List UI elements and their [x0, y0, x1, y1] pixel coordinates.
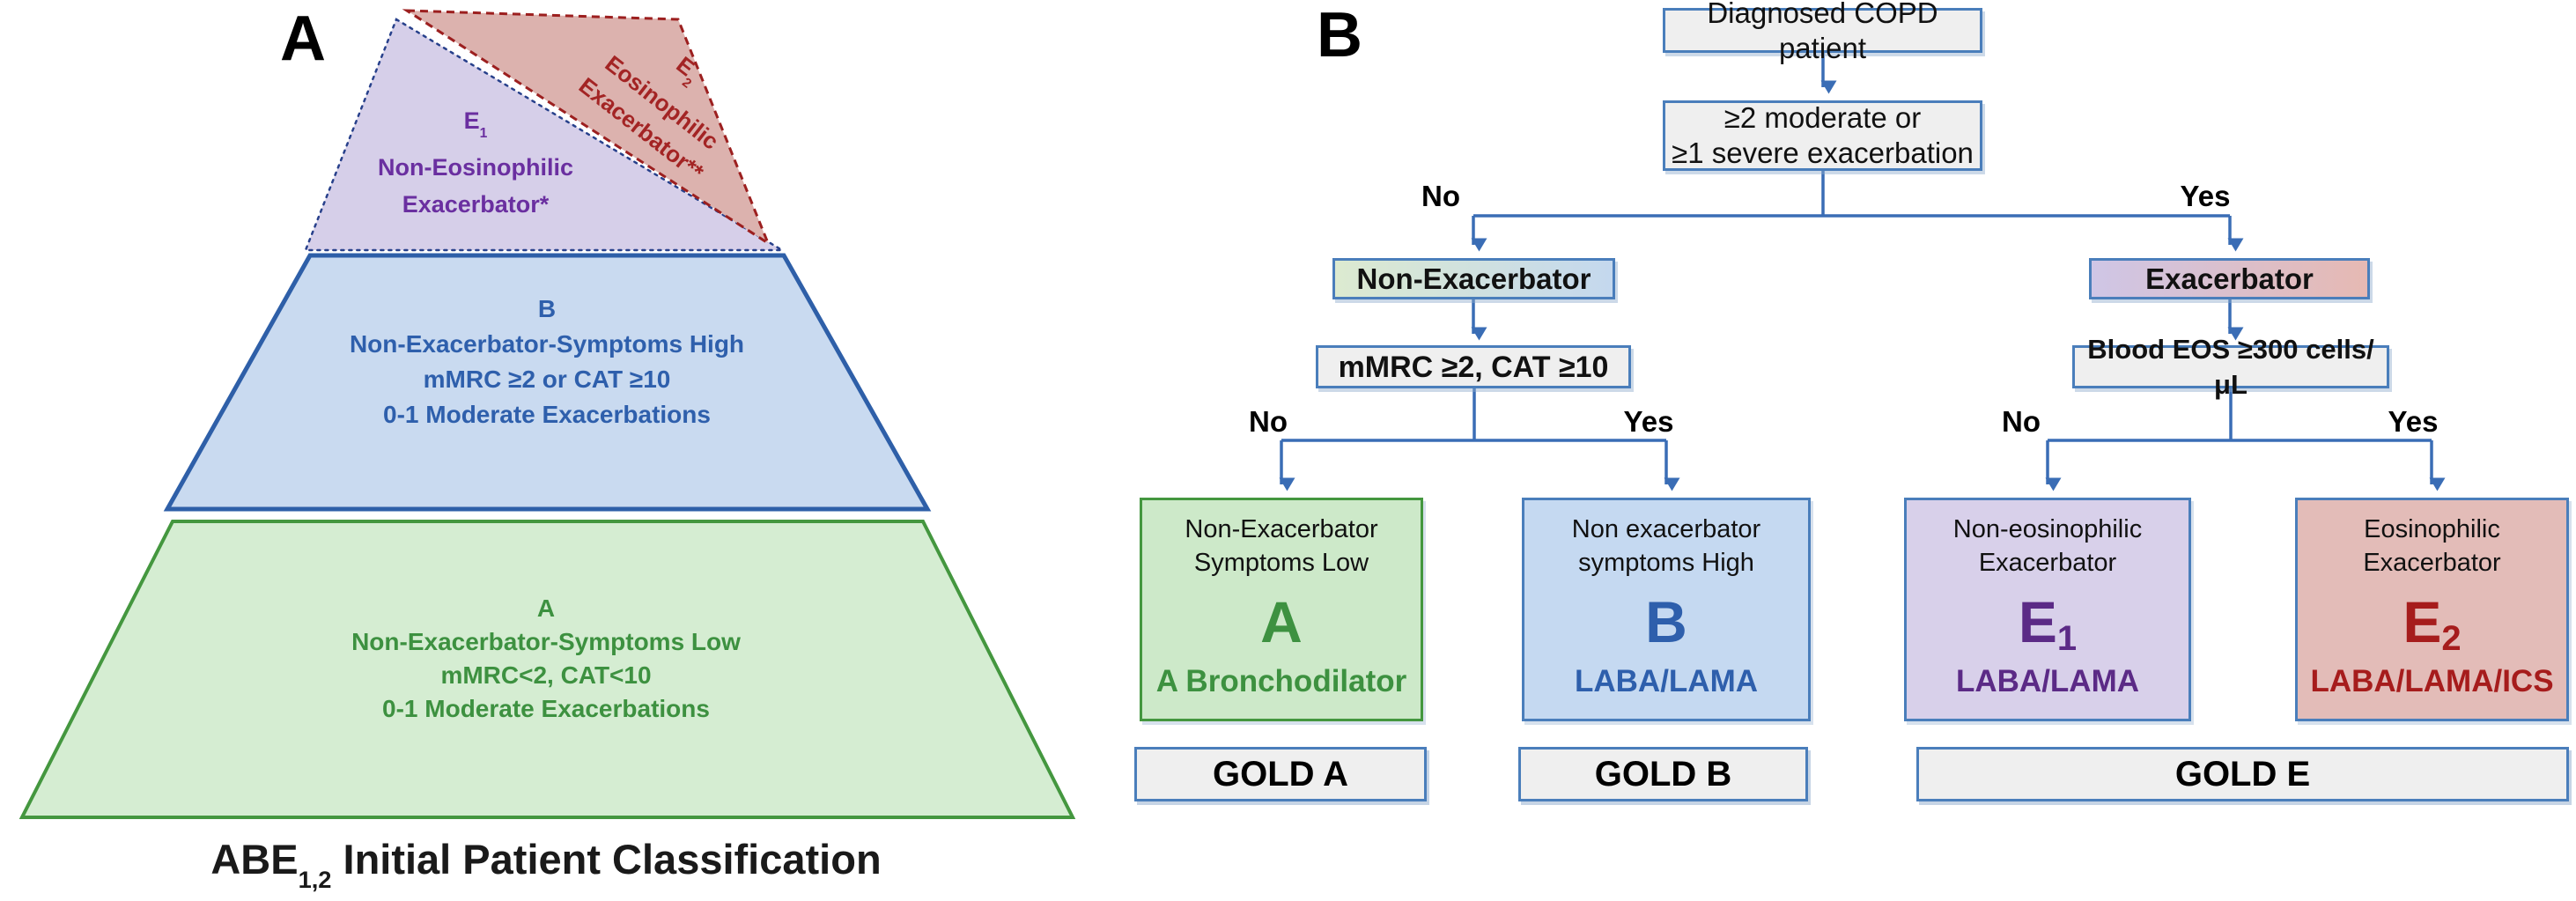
flow-box-blood-eos: Blood EOS ≥300 cells/μL [2072, 334, 2389, 400]
flow-box-mmrc-cat: mMRC ≥2, CAT ≥10 [1316, 345, 1631, 388]
branch1-yes-label: Yes [2180, 180, 2231, 212]
pyramid-e1-text: E1 Non-Eosinophilic Exacerbator* [291, 102, 661, 223]
pyramid [18, 9, 1076, 819]
flow-box-diagnosed-copd: Diagnosed COPD patient [1663, 0, 1982, 64]
branch3-no-label: No [2002, 405, 2041, 438]
pyramid-tier-purple [304, 18, 786, 252]
outcome-a-drug: A Bronchodilator [1155, 664, 1407, 698]
branch3-yes-label: Yes [2388, 405, 2439, 438]
outcome-box-gold-b: Non exacerbator symptoms High B LABA/LAM… [1522, 498, 1811, 721]
flowchart-connectors [1279, 52, 2446, 491]
pyramid-tier-green [18, 520, 1076, 819]
outcome-b-drug: LABA/LAMA [1574, 664, 1759, 698]
branch1-no-label: No [1421, 180, 1460, 212]
outcome-e1-drug: LABA/LAMA [1955, 664, 2140, 698]
outcome-b-letter: B [1645, 589, 1687, 654]
flow-box-exacerbator: Exacerbator [2089, 258, 2370, 299]
outcome-a-letter: A [1260, 589, 1303, 654]
gold-e-box: GOLD E [1916, 747, 2569, 801]
gold-b-box: GOLD B [1518, 747, 1808, 801]
outcome-box-gold-a: Non-Exacerbator Symptoms Low A A Broncho… [1140, 498, 1423, 721]
pyramid-tier-red [402, 9, 771, 247]
pyramid-e1-letter: E1 [463, 107, 488, 141]
pyramid-b-text: B Non-Exacerbator-Symptoms High mMRC ≥2 … [349, 295, 745, 428]
pyramid-caption: ABE1,2 Initial Patient Classification [210, 836, 882, 894]
flow-box-non-exacerbator: Non-Exacerbator [1332, 258, 1615, 299]
pyramid-tier-blue [163, 253, 932, 512]
branch2-no-label: No [1249, 405, 1288, 438]
pyramid-a-text: A Non-Exacerbator-Symptoms Low mMRC<2, C… [351, 595, 741, 722]
flow-box-exacerbation-criteria: ≥2 moderate or ≥1 severe exacerbation [1663, 100, 1982, 171]
panel-a-label: A [280, 4, 326, 74]
gold-a-box: GOLD A [1134, 747, 1427, 801]
outcome-e2-drug: LABA/LAMA/ICS [2310, 664, 2554, 698]
panel-b-label: B [1317, 0, 1362, 70]
branch2-yes-label: Yes [1623, 405, 1674, 438]
